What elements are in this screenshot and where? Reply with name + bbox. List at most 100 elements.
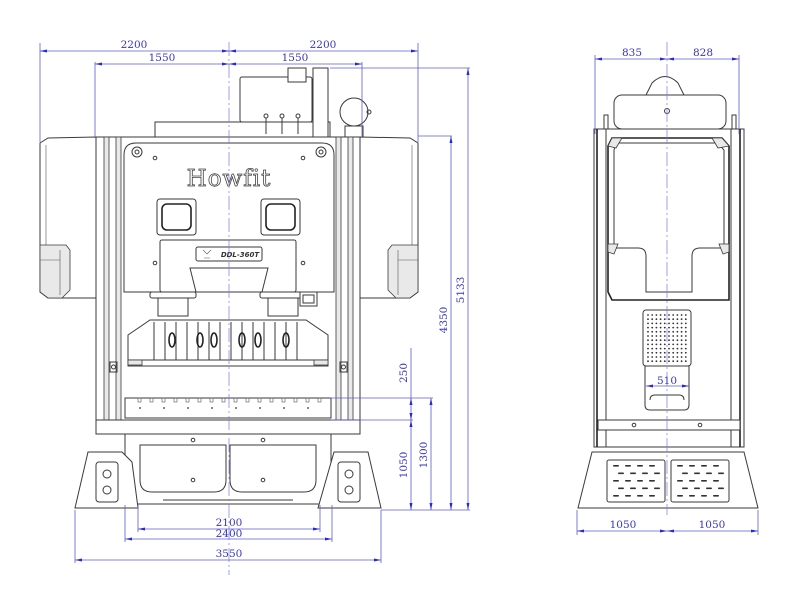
base-vent-slot: [677, 495, 683, 497]
grille-hole: [672, 314, 675, 316]
grille-hole: [655, 360, 658, 363]
bolster-hole: [259, 407, 261, 409]
grille-hole: [651, 330, 654, 333]
grille-hole: [659, 356, 662, 358]
grille-hole: [680, 343, 683, 346]
grille-hole: [668, 351, 670, 354]
front-view: Howfit DDL-360T: [39, 42, 419, 575]
grille-hole: [655, 356, 658, 358]
ram-slot: [196, 332, 204, 348]
bolster-hole: [139, 407, 141, 409]
grille-hole: [647, 339, 649, 342]
grille-hole: [659, 326, 662, 329]
grille-hole: [659, 318, 662, 321]
grille-hole: [684, 314, 687, 316]
grille-hole: [668, 360, 670, 363]
bolster-hole: [307, 407, 309, 409]
bolster-t-slot: [305, 397, 310, 403]
grille-hole: [651, 314, 654, 316]
base-vent-slot: [713, 495, 719, 497]
grille-hole: [672, 335, 675, 337]
grille-hole: [659, 322, 662, 325]
grille-hole: [672, 318, 675, 321]
grille-hole: [651, 318, 654, 321]
dim-bolster-2100: 2100: [216, 517, 243, 529]
model-label: DDL-360T: [221, 251, 261, 259]
grille-hole: [647, 322, 649, 325]
side-view: [577, 42, 759, 515]
base-vent-slot: [613, 480, 619, 482]
right-foot: [317, 451, 382, 509]
right-side-cover: [359, 136, 419, 299]
grille-hole: [684, 322, 687, 325]
grille-hole: [668, 326, 670, 329]
dim-die-height-1050: 1050: [398, 452, 410, 479]
base-vent-slot: [677, 480, 683, 482]
bolster-t-slot: [281, 397, 286, 403]
base-vent-slot: [694, 472, 700, 475]
base-vent-slot: [649, 480, 655, 482]
grille-hole: [684, 347, 687, 350]
base-vent-slot: [718, 472, 724, 475]
grille-hole: [680, 356, 683, 358]
brand-logo: Howfit: [187, 166, 272, 192]
base-vent-slot: [618, 487, 624, 490]
grille-hole: [659, 360, 662, 363]
grille-hole: [668, 356, 670, 358]
grille-hole: [651, 335, 654, 337]
grille-hole: [684, 330, 687, 333]
grille-hole: [676, 326, 679, 329]
grille-hole: [651, 322, 654, 325]
bolster: [95, 397, 361, 435]
ram-slot: [238, 332, 246, 348]
grille-hole: [672, 356, 675, 358]
grille-hole: [659, 343, 662, 346]
bolster-t-slot: [197, 397, 202, 403]
grille-hole: [676, 343, 679, 346]
base-vent-slot: [694, 487, 700, 490]
base-vent-slot: [713, 480, 719, 482]
slide-ram: [127, 319, 329, 367]
grille-hole: [672, 351, 675, 354]
grille-hole: [655, 343, 658, 346]
grille-hole: [684, 339, 687, 342]
grille-hole: [647, 326, 649, 329]
grille-hole: [676, 335, 679, 337]
base-vent-slot: [689, 495, 695, 497]
grille-hole: [684, 326, 687, 329]
bolster-t-slot: [317, 397, 322, 403]
base-vent-slot: [637, 465, 643, 467]
motor-assembly: [154, 67, 372, 141]
grille-hole: [684, 318, 687, 321]
base-vent-slot: [642, 487, 648, 490]
bolster-hole: [235, 407, 237, 409]
grille-hole: [663, 339, 666, 342]
grille-hole: [680, 326, 683, 329]
base-vent-slot: [689, 465, 695, 467]
dim-frame-height-4350: 4350: [438, 307, 450, 334]
bolster-hole: [187, 407, 189, 409]
bolster-hole: [283, 407, 285, 409]
grille-hole: [663, 322, 666, 325]
base-vent-slot: [618, 472, 624, 475]
base-vent-slot: [701, 465, 707, 467]
base-vent-slot: [613, 495, 619, 497]
base-vent-slot: [654, 487, 660, 490]
grille-hole: [668, 339, 670, 342]
grille-hole: [651, 347, 654, 350]
grille-hole: [651, 360, 654, 363]
grille-hole: [668, 343, 670, 346]
dim-frame-right-1550: 1550: [282, 52, 309, 64]
dim-top-left-2200: 2200: [121, 39, 148, 51]
dim-top-right-2200: 2200: [310, 39, 337, 51]
grille-hole: [651, 326, 654, 329]
base-vent-slot: [682, 472, 688, 475]
grille-hole: [651, 343, 654, 346]
grille-hole: [684, 356, 687, 358]
bolster-t-slot: [185, 397, 190, 403]
grille-hole: [651, 356, 654, 358]
ram-slot: [210, 332, 218, 348]
base-vent-slot: [706, 487, 712, 490]
dim-side-base-left-1050: 1050: [610, 519, 637, 531]
bed-base: [124, 433, 332, 505]
